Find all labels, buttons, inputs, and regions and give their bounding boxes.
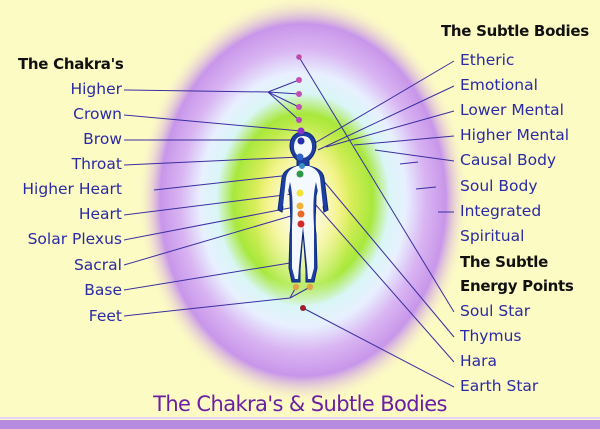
chakra-label-crown: Crown — [73, 105, 122, 123]
dot-earth-star — [300, 305, 306, 311]
energy-points-heading-line-1: The Subtle — [460, 253, 549, 271]
connector-hara — [307, 195, 455, 363]
connector-higher-d — [267, 91, 300, 121]
chakra-label-solar-plexus: Solar Plexus — [27, 230, 122, 248]
body-label-lower-mental: Lower Mental — [460, 101, 564, 119]
dot-feet-right — [306, 283, 314, 291]
energy-points-heading-line-2: Energy Points — [460, 277, 574, 295]
footer-divider — [0, 420, 600, 429]
chakra-label-throat: Throat — [71, 155, 122, 173]
body-label-emotional: Emotional — [460, 76, 538, 94]
connector-lines — [123, 56, 455, 388]
connector-higher-c — [267, 91, 300, 108]
chakras-heading: The Chakra's — [18, 55, 124, 73]
connector-crown — [123, 114, 302, 132]
chakra-dots — [292, 54, 314, 311]
connector-higher-heart — [153, 173, 301, 191]
footer-divider-light — [0, 417, 600, 419]
connector-higher — [123, 89, 269, 93]
connector-solar-plexus — [123, 205, 301, 241]
connector-feet-b — [289, 286, 311, 299]
diagram-title: The Chakra's & Subtle Bodies — [153, 392, 447, 416]
body-label-soul-body: Soul Body — [460, 177, 538, 195]
energy-label-earth-star: Earth Star — [460, 377, 539, 395]
chakra-label-higher: Higher — [70, 80, 122, 98]
connector-thymus — [311, 166, 455, 338]
dot-higher-2 — [296, 91, 302, 97]
dot-higher-heart — [296, 170, 304, 178]
body-label-etheric: Etheric — [460, 51, 515, 69]
connector-sacral — [123, 212, 302, 266]
dot-crown — [297, 127, 305, 135]
connector-higher-mental — [353, 135, 455, 146]
dot-feet-left — [292, 283, 300, 291]
dot-soul-star — [296, 54, 302, 60]
chakra-label-feet: Feet — [88, 307, 122, 325]
connector-emotional — [317, 85, 455, 151]
connector-earth-star — [302, 307, 455, 388]
body-label-integrated: Integrated — [460, 202, 542, 220]
connector-heart — [123, 192, 301, 216]
connector-feet — [123, 297, 291, 317]
connector-soul-body — [415, 186, 437, 190]
dot-brow — [297, 137, 305, 145]
chakra-label-heart: Heart — [78, 205, 122, 223]
dot-base — [297, 220, 305, 228]
dot-higher-4 — [296, 117, 302, 123]
dot-higher-1 — [296, 77, 302, 83]
connector-soul-star — [298, 56, 455, 313]
chakra-label-sacral: Sacral — [73, 256, 122, 274]
energy-label-hara: Hara — [460, 352, 498, 370]
connector-etheric — [302, 60, 455, 151]
energy-label-thymus: Thymus — [460, 327, 522, 345]
energy-label-soul-star: Soul Star — [460, 302, 531, 320]
subtle-bodies-heading: The Subtle Bodies — [441, 22, 589, 40]
body-label-higher-mental: Higher Mental — [460, 126, 570, 144]
connector-higher-a — [267, 79, 300, 93]
dot-thymus — [299, 163, 305, 169]
body-label-spiritual: Spiritual — [460, 227, 525, 245]
chakra-label-brow: Brow — [83, 130, 122, 148]
connector-causal-body-tick — [399, 161, 419, 165]
dot-throat — [296, 153, 304, 161]
connector-higher-b — [267, 91, 300, 95]
dot-solar-plexus — [296, 202, 304, 210]
connector-throat — [123, 156, 301, 166]
dot-higher-3 — [296, 104, 302, 110]
dot-sacral — [297, 210, 305, 218]
connector-causal-body — [374, 149, 455, 162]
body-label-causal-body: Causal Body — [460, 151, 557, 169]
connector-lower-mental — [325, 110, 455, 148]
chakra-label-base: Base — [84, 281, 122, 299]
connector-base — [123, 261, 297, 291]
chakra-label-higher-heart: Higher Heart — [22, 180, 122, 198]
dot-heart — [296, 189, 304, 197]
